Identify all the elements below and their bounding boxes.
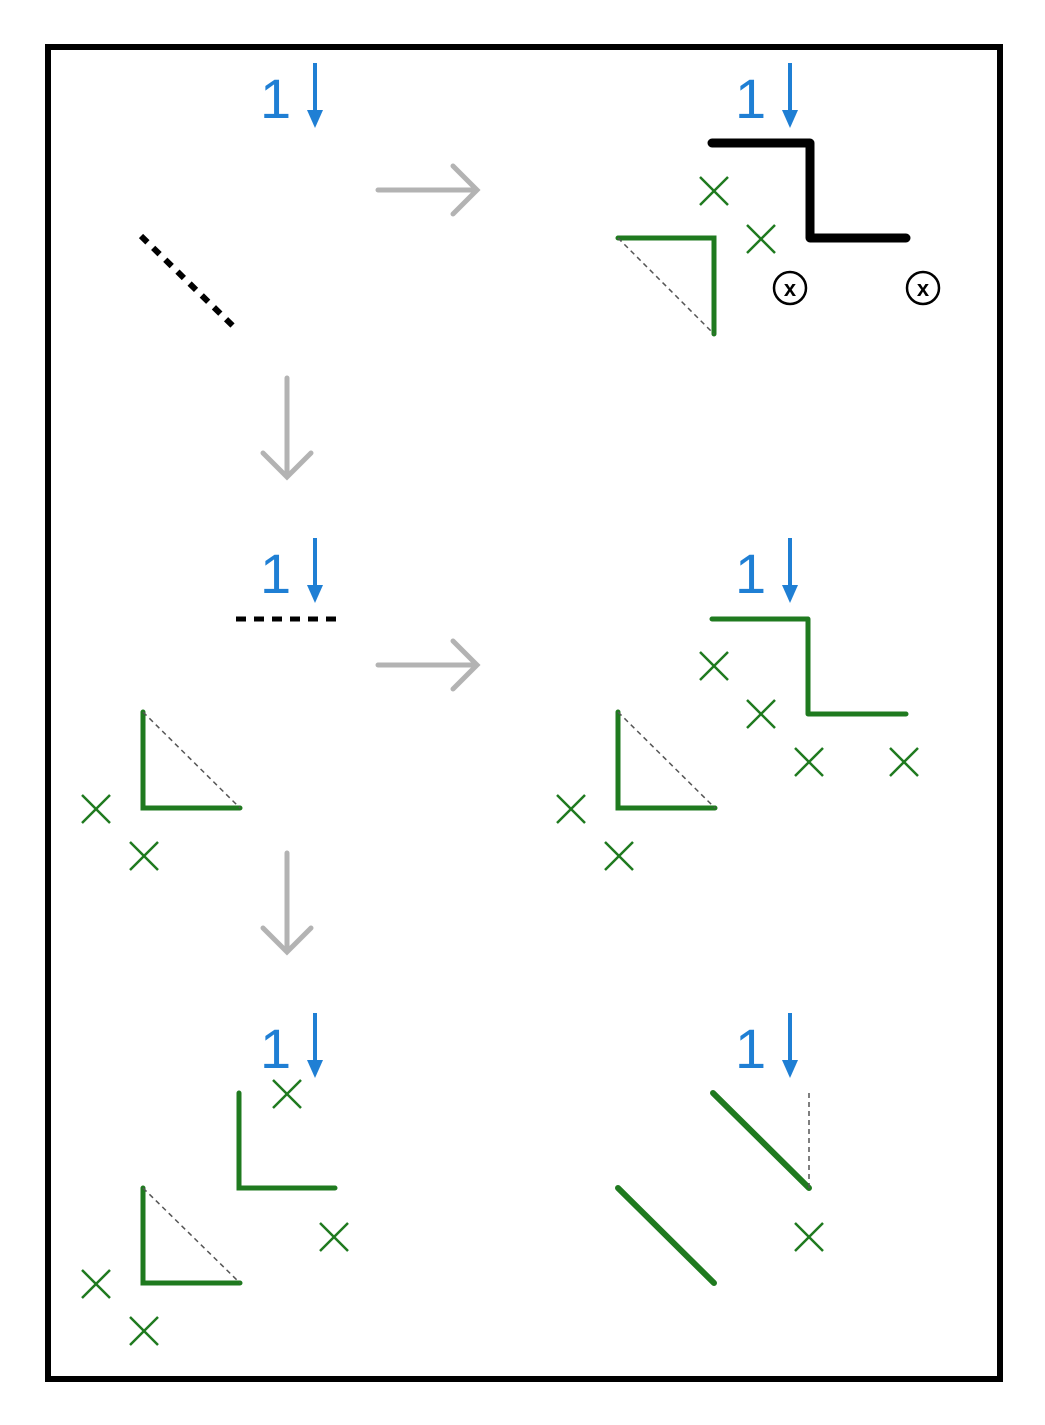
green-corner — [140, 709, 243, 811]
gray-right-arrow-icon — [375, 638, 481, 692]
panel-middle-left — [81, 616, 338, 871]
panel-number: 1 — [735, 1017, 766, 1080]
green-cross-icon — [794, 1222, 824, 1252]
dashed-gray-diagonal — [617, 237, 715, 335]
panel-number: 1 — [735, 542, 766, 605]
green-cross-icon — [319, 1222, 349, 1252]
green-cross-icon — [699, 651, 729, 681]
green-corner — [140, 1185, 243, 1286]
gray-down-arrow-icon — [260, 850, 314, 956]
panel-number: 1 — [735, 67, 766, 130]
panel-bottom-right — [615, 1090, 824, 1286]
green-corner — [615, 235, 717, 337]
panel-label-bottom-right: 1 — [735, 1013, 798, 1080]
circled-x-marker: x — [905, 270, 941, 306]
panel-label-middle-left: 1 — [260, 538, 323, 605]
green-step-path — [709, 616, 909, 717]
panel-top-right: x x — [615, 138, 941, 337]
blue-down-arrow-icon — [307, 538, 323, 603]
blue-down-arrow-icon — [782, 538, 798, 603]
blue-down-arrow-icon — [782, 1013, 798, 1078]
dashed-gray-diagonal — [617, 711, 716, 809]
panel-label-middle-right: 1 — [735, 538, 798, 605]
blue-down-arrow-icon — [782, 63, 798, 128]
green-corner — [615, 709, 718, 811]
svg-text:x: x — [784, 276, 797, 301]
green-cross-icon — [604, 841, 634, 871]
panel-number: 1 — [260, 67, 291, 130]
green-cross-icon — [746, 699, 776, 729]
svg-text:x: x — [917, 276, 930, 301]
black-step-path — [707, 138, 911, 243]
green-cross-icon — [81, 794, 111, 824]
panel-label-bottom-left: 1 — [260, 1013, 323, 1080]
green-corner — [236, 1090, 338, 1191]
blue-down-arrow-icon — [307, 63, 323, 128]
dashed-gray-diagonal — [142, 1187, 241, 1284]
panel-number: 1 — [260, 542, 291, 605]
panel-top-left — [138, 233, 236, 329]
panel-label-top-left: 1 — [260, 63, 323, 130]
green-cross-icon — [81, 1269, 111, 1299]
dashed-diagonal — [138, 233, 236, 329]
circled-x-marker: x — [772, 270, 808, 306]
gray-down-arrow-icon — [260, 375, 314, 481]
blue-down-arrow-icon — [307, 1013, 323, 1078]
green-diagonal — [710, 1090, 812, 1191]
green-cross-icon — [699, 176, 729, 206]
green-cross-icon — [129, 841, 159, 871]
panel-middle-right — [556, 616, 919, 871]
gray-right-arrow-icon — [375, 163, 481, 217]
outer-frame — [45, 44, 1003, 1382]
panel-label-top-right: 1 — [735, 63, 798, 130]
green-diagonal — [615, 1185, 717, 1286]
green-cross-icon — [794, 747, 824, 777]
dashed-gray-diagonal — [142, 711, 241, 809]
green-cross-icon — [889, 747, 919, 777]
panel-bottom-left — [81, 1079, 349, 1346]
green-cross-icon — [129, 1316, 159, 1346]
panel-number: 1 — [260, 1017, 291, 1080]
green-cross-icon — [746, 224, 776, 254]
green-cross-icon — [556, 794, 586, 824]
green-cross-icon — [272, 1079, 302, 1109]
